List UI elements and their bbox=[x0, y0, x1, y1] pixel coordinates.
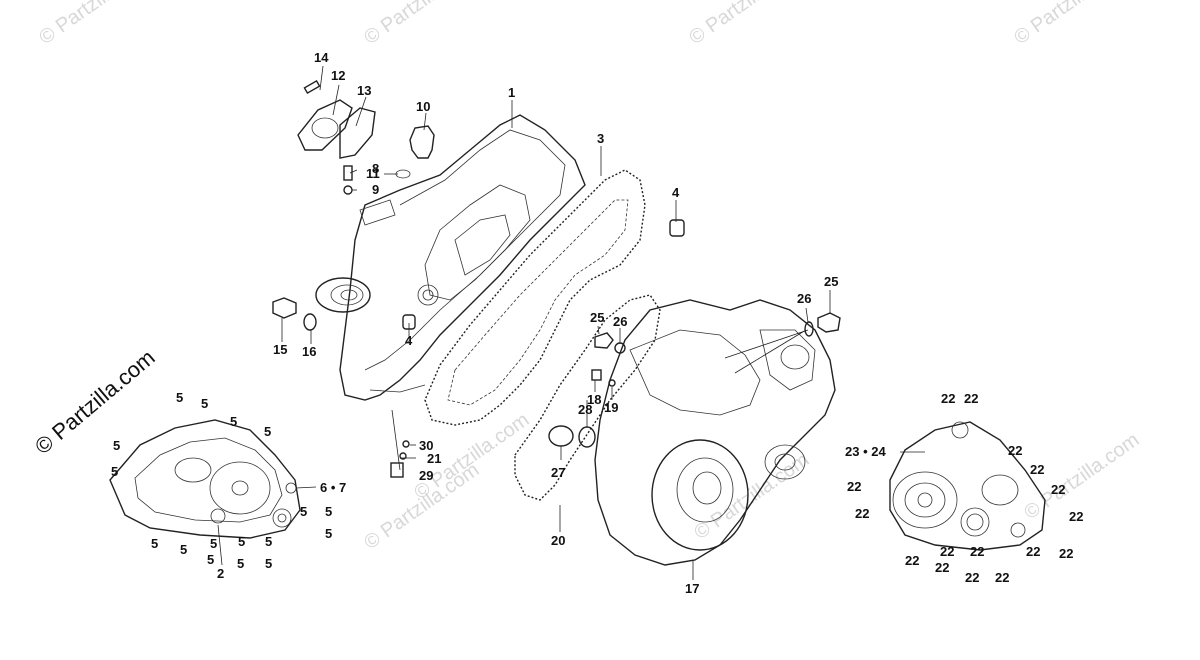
callout-11: 11 bbox=[366, 166, 380, 181]
case-gasket bbox=[424, 169, 646, 426]
callout-22: 22 bbox=[964, 391, 978, 406]
callout-22: 22 bbox=[995, 570, 1009, 585]
callout-5: 5 bbox=[325, 504, 332, 519]
callout-28: 28 bbox=[578, 402, 592, 417]
callout-8: 8 bbox=[372, 161, 379, 176]
callout-4b: 4 bbox=[405, 333, 413, 348]
callout-22: 22 bbox=[935, 560, 949, 575]
callout-5: 5 bbox=[264, 424, 271, 439]
callout-1: 1 bbox=[508, 85, 515, 100]
callout-5: 5 bbox=[151, 536, 158, 551]
callout-29: 29 bbox=[419, 468, 433, 483]
callout-18: 18 bbox=[587, 392, 601, 407]
callout-22: 22 bbox=[965, 570, 979, 585]
callout-26b: 26 bbox=[797, 291, 811, 306]
callout-22: 22 bbox=[1059, 546, 1073, 561]
callout-22: 22 bbox=[1026, 544, 1040, 559]
watermark: © Partzilla.com bbox=[35, 0, 158, 49]
callout-5: 5 bbox=[176, 390, 183, 405]
callout-5: 5 bbox=[265, 534, 272, 549]
callout-5: 5 bbox=[207, 552, 214, 567]
right-side-cover bbox=[889, 421, 1046, 551]
callout-4a: 4 bbox=[672, 185, 680, 200]
callout-26a: 26 bbox=[613, 314, 627, 329]
left-side-cover bbox=[109, 419, 301, 539]
callout-5: 5 bbox=[180, 542, 187, 557]
callout-22: 22 bbox=[970, 544, 984, 559]
left-crankcase bbox=[339, 114, 586, 401]
callout-22: 22 bbox=[1008, 443, 1022, 458]
callout-9: 9 bbox=[372, 182, 379, 197]
callout-5: 5 bbox=[265, 556, 272, 571]
callout-25b: 25 bbox=[824, 274, 838, 289]
callout-22: 22 bbox=[905, 553, 919, 568]
watermarks: © Partzilla.com © Partzilla.com © Partzi… bbox=[35, 0, 1143, 554]
cover-gasket bbox=[514, 294, 661, 501]
callout-27: 27 bbox=[551, 465, 565, 480]
callout-5: 5 bbox=[201, 396, 208, 411]
callout-14: 14 bbox=[314, 50, 329, 65]
callout-21: 21 bbox=[427, 451, 441, 466]
callout-16: 16 bbox=[302, 344, 316, 359]
watermark: © Partzilla.com bbox=[1010, 0, 1133, 49]
callout-22: 22 bbox=[941, 391, 955, 406]
watermark: © Partzilla.com bbox=[360, 0, 483, 49]
callout-22: 22 bbox=[940, 544, 954, 559]
leader-lines bbox=[217, 65, 925, 580]
callout-19: 19 bbox=[604, 400, 618, 415]
callout-3: 3 bbox=[597, 131, 604, 146]
callout-15: 15 bbox=[273, 342, 287, 357]
small-parts bbox=[272, 79, 841, 478]
callout-5: 5 bbox=[230, 414, 237, 429]
callout-22: 22 bbox=[1069, 509, 1083, 524]
callout-22: 22 bbox=[855, 506, 869, 521]
callout-5: 5 bbox=[325, 526, 332, 541]
callout-23-24: 23 • 24 bbox=[845, 444, 886, 459]
callout-6-7: 6 • 7 bbox=[320, 480, 346, 495]
seal-housing bbox=[315, 277, 371, 313]
callout-5: 5 bbox=[300, 504, 307, 519]
callout-22: 22 bbox=[1051, 482, 1065, 497]
callout-5: 5 bbox=[113, 438, 120, 453]
callout-20: 20 bbox=[551, 533, 565, 548]
callout-12: 12 bbox=[331, 68, 345, 83]
callout-30: 30 bbox=[419, 438, 433, 453]
callout-22: 22 bbox=[847, 479, 861, 494]
callout-17: 17 bbox=[685, 581, 699, 596]
watermark: © Partzilla.com bbox=[685, 0, 808, 49]
callout-5: 5 bbox=[237, 556, 244, 571]
callout-22: 22 bbox=[1030, 462, 1044, 477]
callout-25a: 25 bbox=[590, 310, 604, 325]
callout-2: 2 bbox=[217, 566, 224, 581]
right-crankcase bbox=[594, 299, 836, 566]
callout-5: 5 bbox=[238, 534, 245, 549]
callout-10: 10 bbox=[416, 99, 430, 114]
callout-5: 5 bbox=[210, 536, 217, 551]
callout-13: 13 bbox=[357, 83, 371, 98]
callout-labels: 1 2 3 4 4 8 9 10 11 12 13 14 15 16 17 18… bbox=[111, 50, 1083, 596]
callout-5: 5 bbox=[111, 464, 118, 479]
